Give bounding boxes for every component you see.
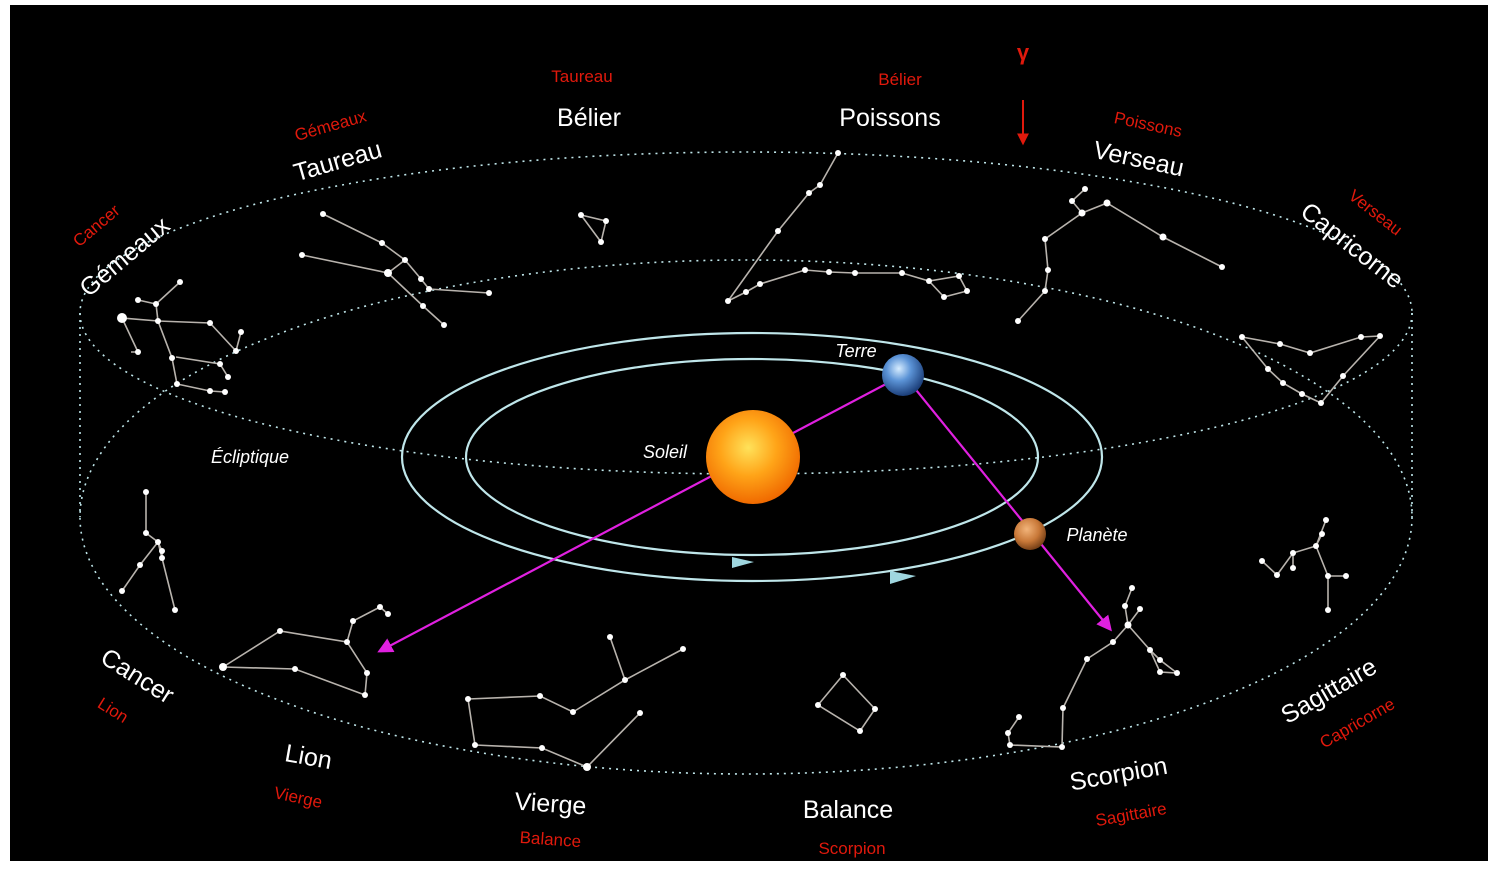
earth-icon: [882, 354, 924, 396]
constellation-label-belier: Bélier: [557, 104, 621, 132]
earth-label: Terre: [835, 341, 876, 361]
scorpius-figure: [1005, 585, 1180, 750]
sign-label-gemeaux: Gémeaux: [292, 106, 369, 145]
zodiac-diagram: γ Écliptique Soleil Terre Planète: [69, 40, 1413, 858]
constellation-label-scorpion: Scorpion: [1068, 752, 1170, 797]
sun-icon: [706, 410, 800, 504]
libra-figure: [815, 672, 878, 734]
constellation-label-vierge: Vierge: [514, 788, 588, 821]
sign-label-lion: Lion: [94, 694, 131, 727]
aquarius-figure: [1015, 186, 1225, 324]
sun-label: Soleil: [643, 442, 688, 462]
sign-label-taureau: Taureau: [551, 67, 612, 86]
ecliptic-label: Écliptique: [211, 447, 289, 467]
sign-label-vierge: Vierge: [272, 783, 324, 812]
vernal-point-symbol: γ: [1017, 40, 1030, 65]
sign-label-balance: Balance: [519, 828, 582, 851]
virgo-figure: [465, 634, 686, 771]
sign-label-cancer: Cancer: [69, 201, 123, 251]
earth-orbit: [400, 331, 1104, 583]
cancer-figure: [119, 489, 178, 613]
inner-orbit: [464, 357, 1040, 557]
orbit-direction-arrow: [732, 557, 754, 568]
sagittarius-figure: [1259, 517, 1349, 613]
constellation-label-poissons: Poissons: [839, 104, 940, 132]
constellation-label-balance: Balance: [803, 796, 893, 824]
orbit-direction-arrow: [890, 571, 916, 584]
aries-figure: [578, 212, 609, 245]
sign-label-scorpion: Scorpion: [818, 839, 885, 858]
projection-arrows: [377, 374, 1112, 653]
constellation-figures: [117, 150, 1383, 771]
pisces-figure: [725, 150, 970, 304]
orbits: [400, 331, 1104, 584]
planet-label: Planète: [1066, 525, 1127, 545]
gemini-figure: [117, 279, 244, 395]
zodiac-band: [79, 151, 1413, 775]
constellation-label-capricorne: Capricorne: [1295, 197, 1409, 294]
taurus-figure: [299, 211, 492, 328]
leo-figure: [219, 604, 391, 698]
constellation-label-verseau: Verseau: [1091, 136, 1187, 182]
diagram-canvas: γ Écliptique Soleil Terre Planète: [10, 5, 1488, 861]
capricornus-figure: [1239, 333, 1383, 406]
sign-label-poissons: Poissons: [1112, 108, 1183, 141]
planet-icon: [1014, 518, 1046, 550]
sign-label-sagittaire: Sagittaire: [1094, 799, 1168, 830]
band-bottom-ellipse: [79, 259, 1413, 775]
constellation-label-lion: Lion: [283, 739, 334, 775]
sign-label-belier: Bélier: [878, 70, 922, 89]
earth-planet-projection-arrow: [907, 379, 1112, 632]
earth-sun-projection-arrow: [377, 374, 904, 653]
